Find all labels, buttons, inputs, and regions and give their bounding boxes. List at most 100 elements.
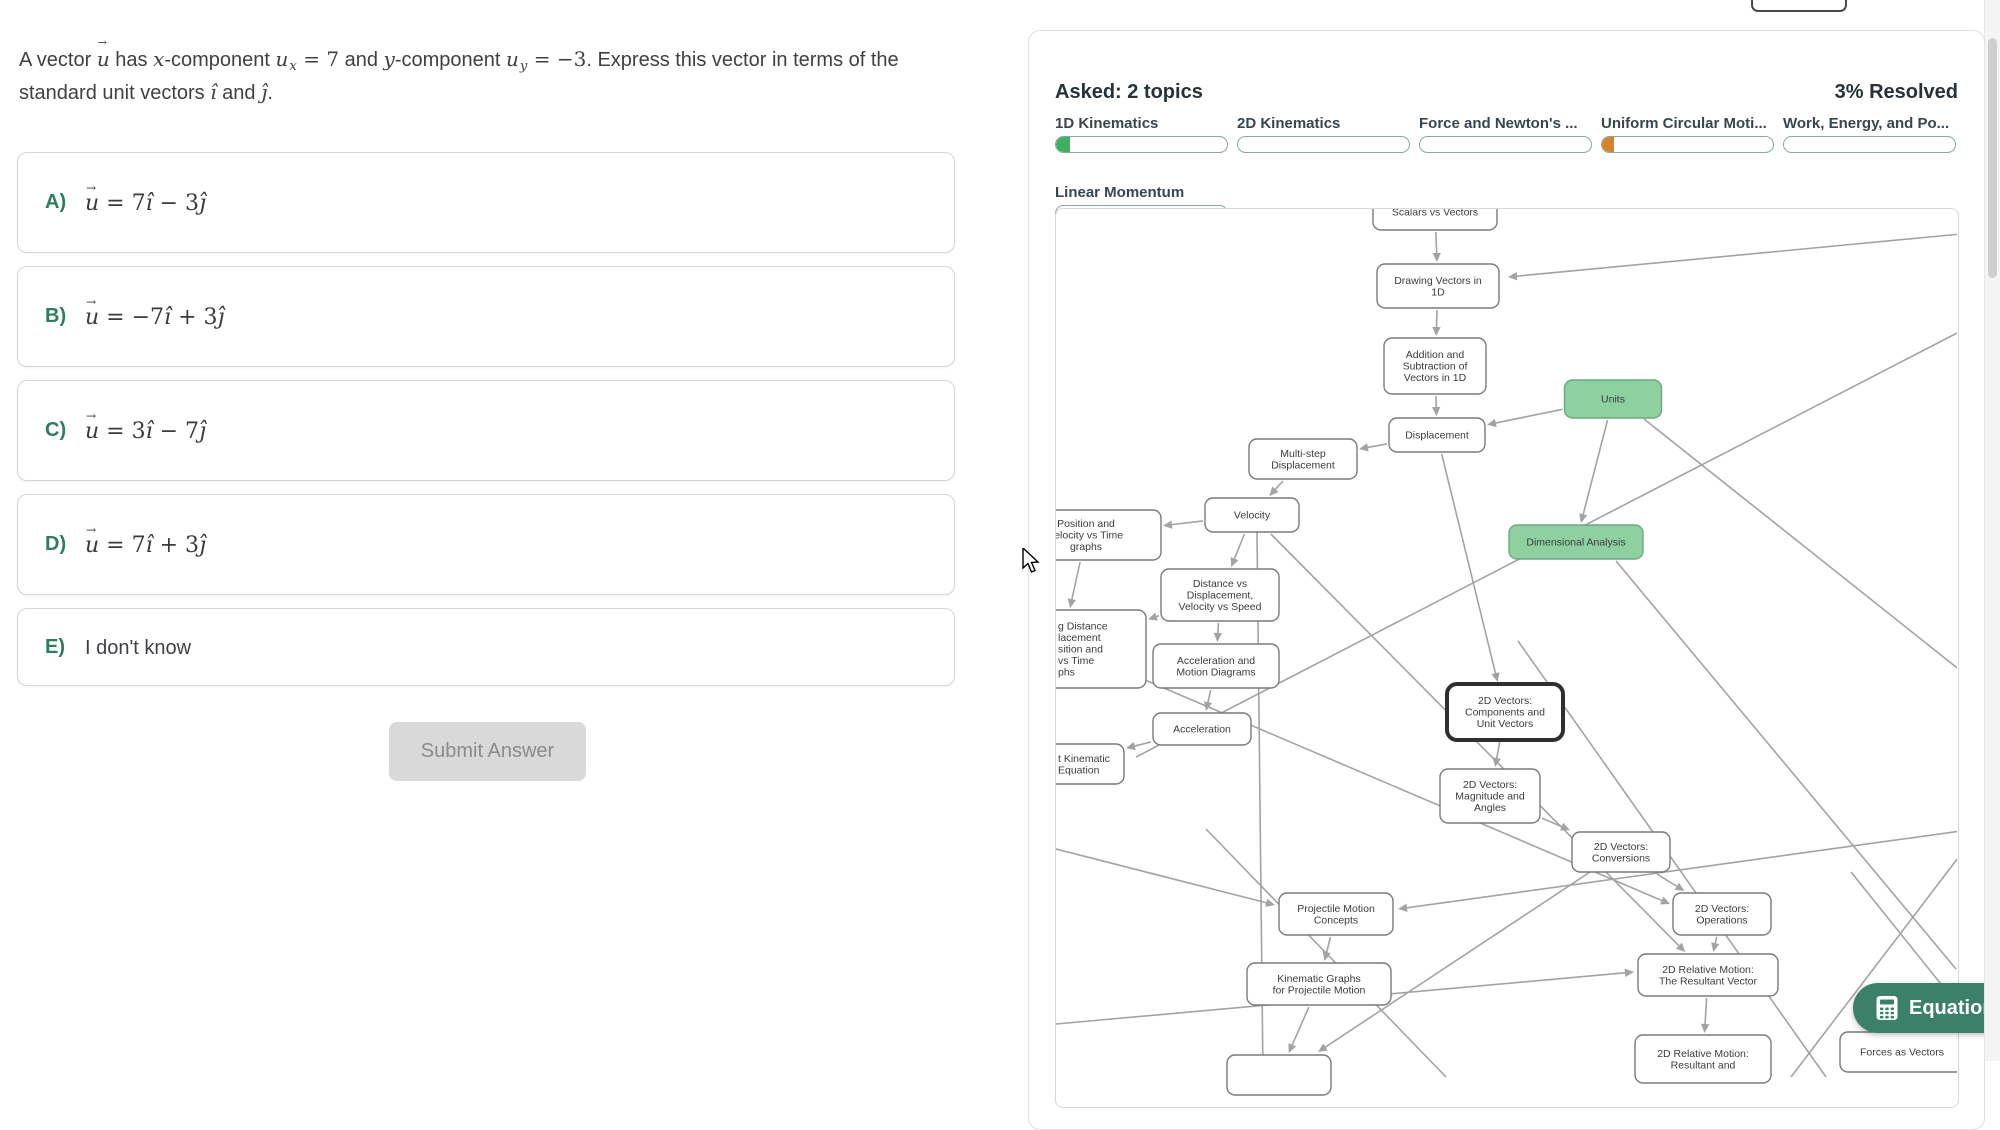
map-node-displacement[interactable]: Displacement (1389, 418, 1485, 452)
text-segment: î (146, 419, 153, 444)
submit-answer-button[interactable]: Submit Answer (389, 722, 586, 781)
text-segment: = −7 (99, 305, 164, 330)
top-cutoff-button[interactable] (1751, 0, 1847, 12)
topic-1d-kinematics[interactable]: 1D Kinematics (1055, 115, 1228, 153)
svg-text:2D Vectors:: 2D Vectors: (1695, 903, 1749, 915)
map-node-acceleration[interactable]: Acceleration (1153, 713, 1251, 745)
svg-text:Forces as Vectors: Forces as Vectors (1860, 1047, 1944, 1059)
map-node-conv[interactable]: 2D Vectors:Conversions (1572, 832, 1670, 872)
topic-uniform-circular-moti-[interactable]: Uniform Circular Moti... (1601, 115, 1774, 153)
map-node-basicproj[interactable] (1227, 1055, 1331, 1095)
text-segment: − 3 (153, 191, 199, 216)
svg-text:Displacement,: Displacement, (1187, 590, 1254, 602)
option-D[interactable]: D)u = 7î + 3ĵ (17, 494, 955, 595)
svg-text:Angles: Angles (1474, 802, 1506, 814)
topic-label: Force and Newton's ... (1419, 115, 1592, 132)
option-formula: u = −7î + 3ĵ (85, 304, 224, 330)
text-segment: -component (164, 49, 275, 71)
equations-button[interactable]: Equations (1853, 983, 2000, 1033)
option-A[interactable]: A)u = 7î − 3ĵ (17, 152, 955, 253)
svg-text:Projectile Motion: Projectile Motion (1297, 903, 1375, 915)
svg-text:Components and: Components and (1465, 707, 1545, 719)
text-segment: u (97, 44, 110, 74)
text-segment: y (384, 47, 395, 71)
text-segment: = 7 (297, 47, 339, 71)
text-segment: = 3 (99, 419, 145, 444)
text-segment: has (110, 49, 153, 71)
text-segment: = 7 (99, 191, 145, 216)
text-segment: I don't know (85, 637, 191, 659)
text-segment: and (217, 82, 261, 104)
topic-progress-fill (1056, 137, 1070, 152)
map-node-units[interactable]: Units (1565, 380, 1662, 418)
topic-2d-kinematics[interactable]: 2D Kinematics (1237, 115, 1410, 153)
map-node-resand[interactable]: 2D Relative Motion:Resultant and (1635, 1035, 1771, 1083)
calculator-icon (1875, 995, 1899, 1021)
svg-text:Operations: Operations (1696, 914, 1747, 926)
topic-label: 2D Kinematics (1237, 115, 1410, 132)
svg-text:Position and: Position and (1057, 518, 1115, 530)
map-node-resvec[interactable]: 2D Relative Motion:The Resultant Vector (1638, 954, 1778, 996)
svg-text:Resultant and: Resultant and (1671, 1059, 1736, 1071)
map-node-dimanalysis[interactable]: Dimensional Analysis (1509, 525, 1643, 559)
option-formula: I don't know (85, 634, 191, 660)
svg-text:Distance vs: Distance vs (1193, 578, 1247, 590)
text-segment: ĵ (199, 533, 206, 558)
topic-label: Work, Energy, and Po... (1783, 115, 1956, 132)
scrollbar-thumb[interactable] (1988, 38, 1997, 278)
text-segment: = −3 (527, 47, 586, 71)
svg-text:Scalars vs Vectors: Scalars vs Vectors (1392, 209, 1478, 219)
option-E[interactable]: E)I don't know (17, 608, 955, 686)
svg-text:t Kinematic: t Kinematic (1058, 753, 1110, 765)
svg-text:phs: phs (1058, 667, 1075, 679)
svg-text:Dimensional Analysis: Dimensional Analysis (1526, 537, 1625, 549)
text-segment: ĵ (218, 305, 225, 330)
text-segment: ĵ (199, 191, 206, 216)
topic-work-energy-and-po-[interactable]: Work, Energy, and Po... (1783, 115, 1956, 153)
svg-text:Unit Vectors: Unit Vectors (1477, 718, 1534, 730)
svg-text:sition and: sition and (1058, 644, 1103, 656)
text-segment: = 7 (99, 533, 145, 558)
text-segment: u (276, 47, 289, 71)
text-segment: − 7 (153, 419, 199, 444)
topic-label: Uniform Circular Moti... (1601, 115, 1774, 132)
option-letter: B) (45, 305, 85, 328)
map-node-scalars[interactable]: Scalars vs Vectors (1373, 209, 1497, 230)
svg-text:Drawing Vectors in: Drawing Vectors in (1394, 275, 1482, 287)
text-segment: x (289, 59, 296, 74)
svg-text:Velocity vs Speed: Velocity vs Speed (1179, 601, 1262, 613)
svg-text:Magnitude and: Magnitude and (1455, 791, 1525, 803)
option-formula: u = 7î − 3ĵ (85, 190, 206, 216)
option-formula: u = 7î + 3ĵ (85, 532, 206, 558)
svg-text:1D: 1D (1431, 286, 1445, 298)
svg-text:2D Vectors:: 2D Vectors: (1478, 695, 1532, 707)
text-segment: x (153, 47, 164, 71)
text-segment: u (506, 47, 519, 71)
option-C[interactable]: C)u = 3î − 7ĵ (17, 380, 955, 481)
text-segment: î (146, 191, 153, 216)
panel-header: Asked: 2 topics 3% Resolved (1055, 81, 1958, 104)
svg-text:Vectors in 1D: Vectors in 1D (1404, 372, 1467, 384)
topics-panel: Asked: 2 topics 3% Resolved 1D Kinematic… (1028, 30, 1985, 1130)
topic-force-and-newton-s-[interactable]: Force and Newton's ... (1419, 115, 1592, 153)
map-node-ops[interactable]: 2D Vectors:Operations (1673, 893, 1771, 935)
option-letter: E) (45, 636, 85, 659)
map-node-forces[interactable]: Forces as Vectors (1840, 1032, 1957, 1072)
map-node-velocity[interactable]: Velocity (1205, 498, 1299, 532)
option-B[interactable]: B)u = −7î + 3ĵ (17, 266, 955, 367)
vertical-scrollbar[interactable] (1984, 0, 2000, 1061)
